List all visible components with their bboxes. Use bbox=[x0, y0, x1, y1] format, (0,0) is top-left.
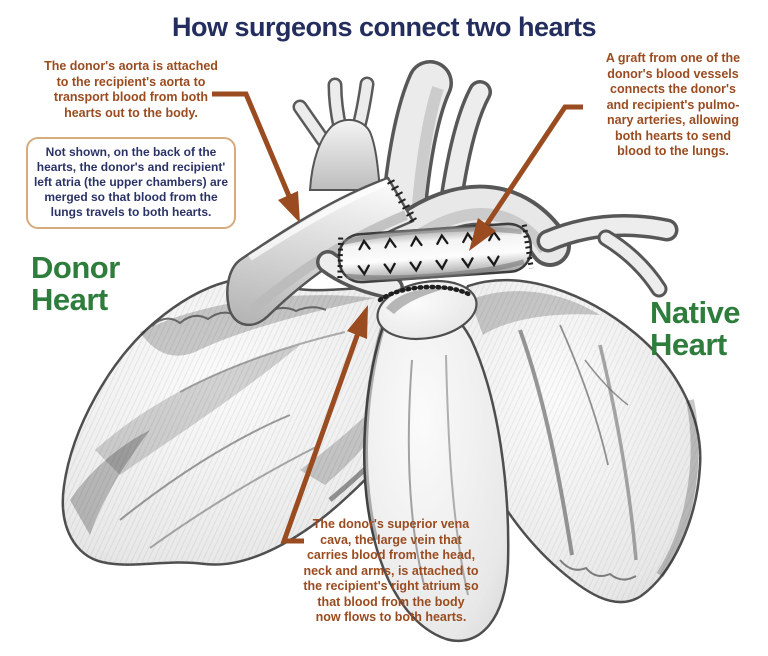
graft-arrow bbox=[469, 104, 583, 251]
svc-anastomosis-knob bbox=[376, 279, 478, 341]
donor-heart bbox=[61, 276, 454, 566]
aorta-arrow bbox=[212, 91, 300, 223]
page-title: How surgeons connect two hearts bbox=[171, 12, 597, 42]
donor-aorta-branches bbox=[292, 76, 382, 191]
svc-arrow bbox=[280, 305, 368, 544]
native-heart bbox=[453, 278, 702, 604]
annotation-arrows bbox=[212, 91, 583, 544]
center-heart-mass bbox=[363, 296, 510, 642]
graft-stitches-bottom bbox=[357, 255, 500, 277]
graft-stitches-top bbox=[358, 229, 501, 251]
aorta-suture bbox=[387, 179, 417, 223]
